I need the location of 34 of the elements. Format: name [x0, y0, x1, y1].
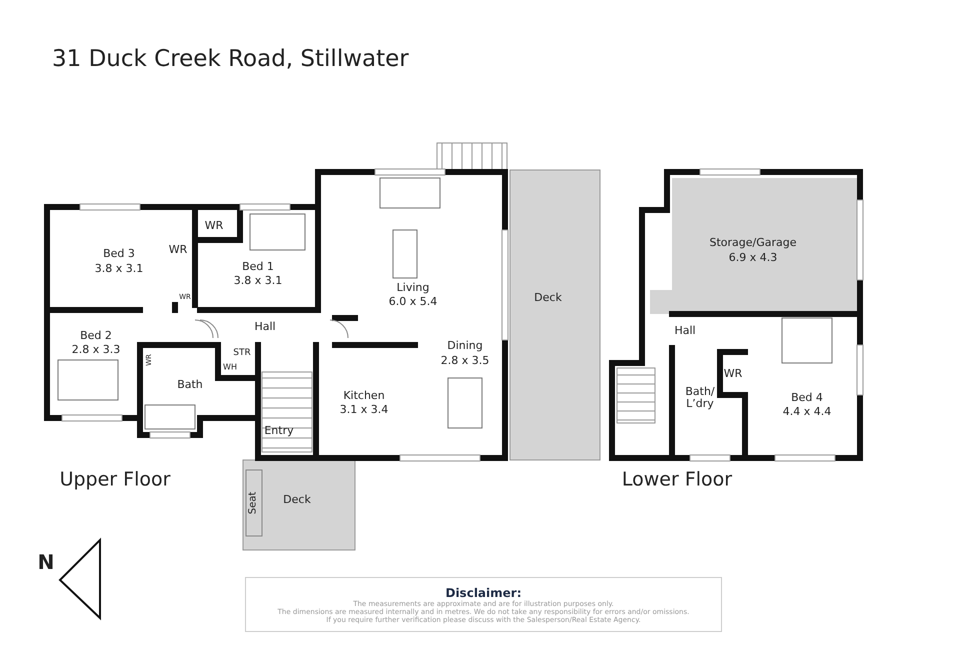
- room-label: Storage/Garage: [709, 236, 797, 250]
- room-label: WR: [724, 368, 742, 380]
- dimension-label: 3.8 x 3.1: [234, 274, 282, 288]
- dimension-label: 4.4 x 4.4: [782, 406, 832, 418]
- disclaimer-heading: Disclaimer:: [445, 586, 522, 600]
- room-label: Bed 4: [791, 392, 823, 404]
- room-label: Living: [396, 282, 430, 294]
- room-label: Kitchen: [343, 390, 385, 402]
- floor-heading: Upper Floor: [60, 470, 170, 490]
- room-label: Bath/ L’dry: [684, 386, 716, 410]
- dimension-label: 2.8 x 3.5: [440, 354, 490, 368]
- dimension-label: 3.8 x 3.1: [94, 262, 144, 276]
- room-label: Entry: [264, 424, 294, 438]
- room-label: Bath: [177, 378, 203, 392]
- room-label: Hall: [674, 324, 696, 338]
- dimension-label: 2.8 x 3.3: [72, 344, 120, 356]
- room-label: Deck: [534, 292, 562, 304]
- room-label: Bed 3: [103, 248, 135, 260]
- room-label: Bed 2: [80, 330, 112, 342]
- room-label: WR: [168, 244, 188, 256]
- room-label: WR: [204, 220, 224, 232]
- room-label: Seat: [248, 492, 258, 514]
- room-label: Deck: [283, 494, 311, 506]
- room-label: WH: [223, 364, 237, 372]
- address-title: 31 Duck Creek Road, Stillwater: [52, 46, 409, 72]
- dimension-label: 6.0 x 5.4: [388, 296, 438, 308]
- dimension-label: 6.9 x 4.3: [728, 252, 778, 264]
- room-label: Dining: [447, 340, 483, 352]
- dimension-label: 3.1 x 3.4: [340, 404, 388, 416]
- north-label: N: [38, 551, 54, 573]
- room-label: Bed 1: [242, 260, 274, 274]
- room-label: Hall: [254, 320, 276, 334]
- floor-heading: Lower Floor: [622, 470, 732, 490]
- room-label: STR: [233, 349, 251, 359]
